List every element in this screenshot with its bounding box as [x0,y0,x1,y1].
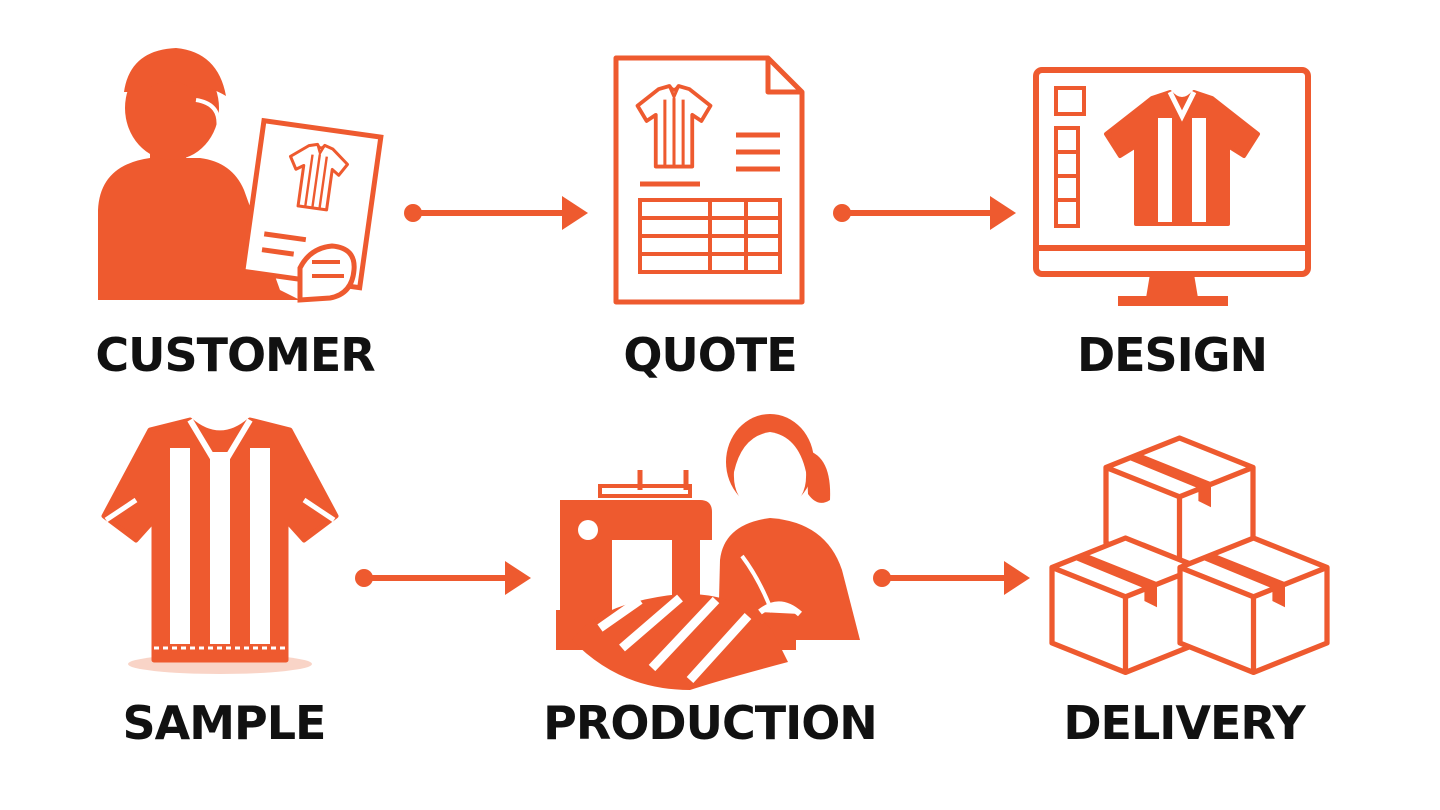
customer-holding-jersey-icon [98,48,384,303]
arrow-customer-to-quote [404,196,588,230]
quote-document-icon [613,55,805,305]
step-label-design: DESIGN [1076,328,1268,382]
design-monitor-icon [1033,67,1311,306]
arrow-production-to-delivery [873,561,1030,595]
arrow-sample-to-production [355,561,531,595]
arrow-quote-to-design [833,196,1016,230]
stacked-boxes-icon [1052,438,1327,672]
step-label-delivery: DELIVERY [1063,696,1305,750]
step-label-quote: QUOTE [623,328,797,382]
sample-jersey-icon [101,417,339,674]
step-label-customer: CUSTOMER [95,328,375,382]
step-label-sample: SAMPLE [122,696,327,750]
step-label-production: PRODUCTION [543,696,878,750]
sewing-worker-icon [556,414,860,690]
